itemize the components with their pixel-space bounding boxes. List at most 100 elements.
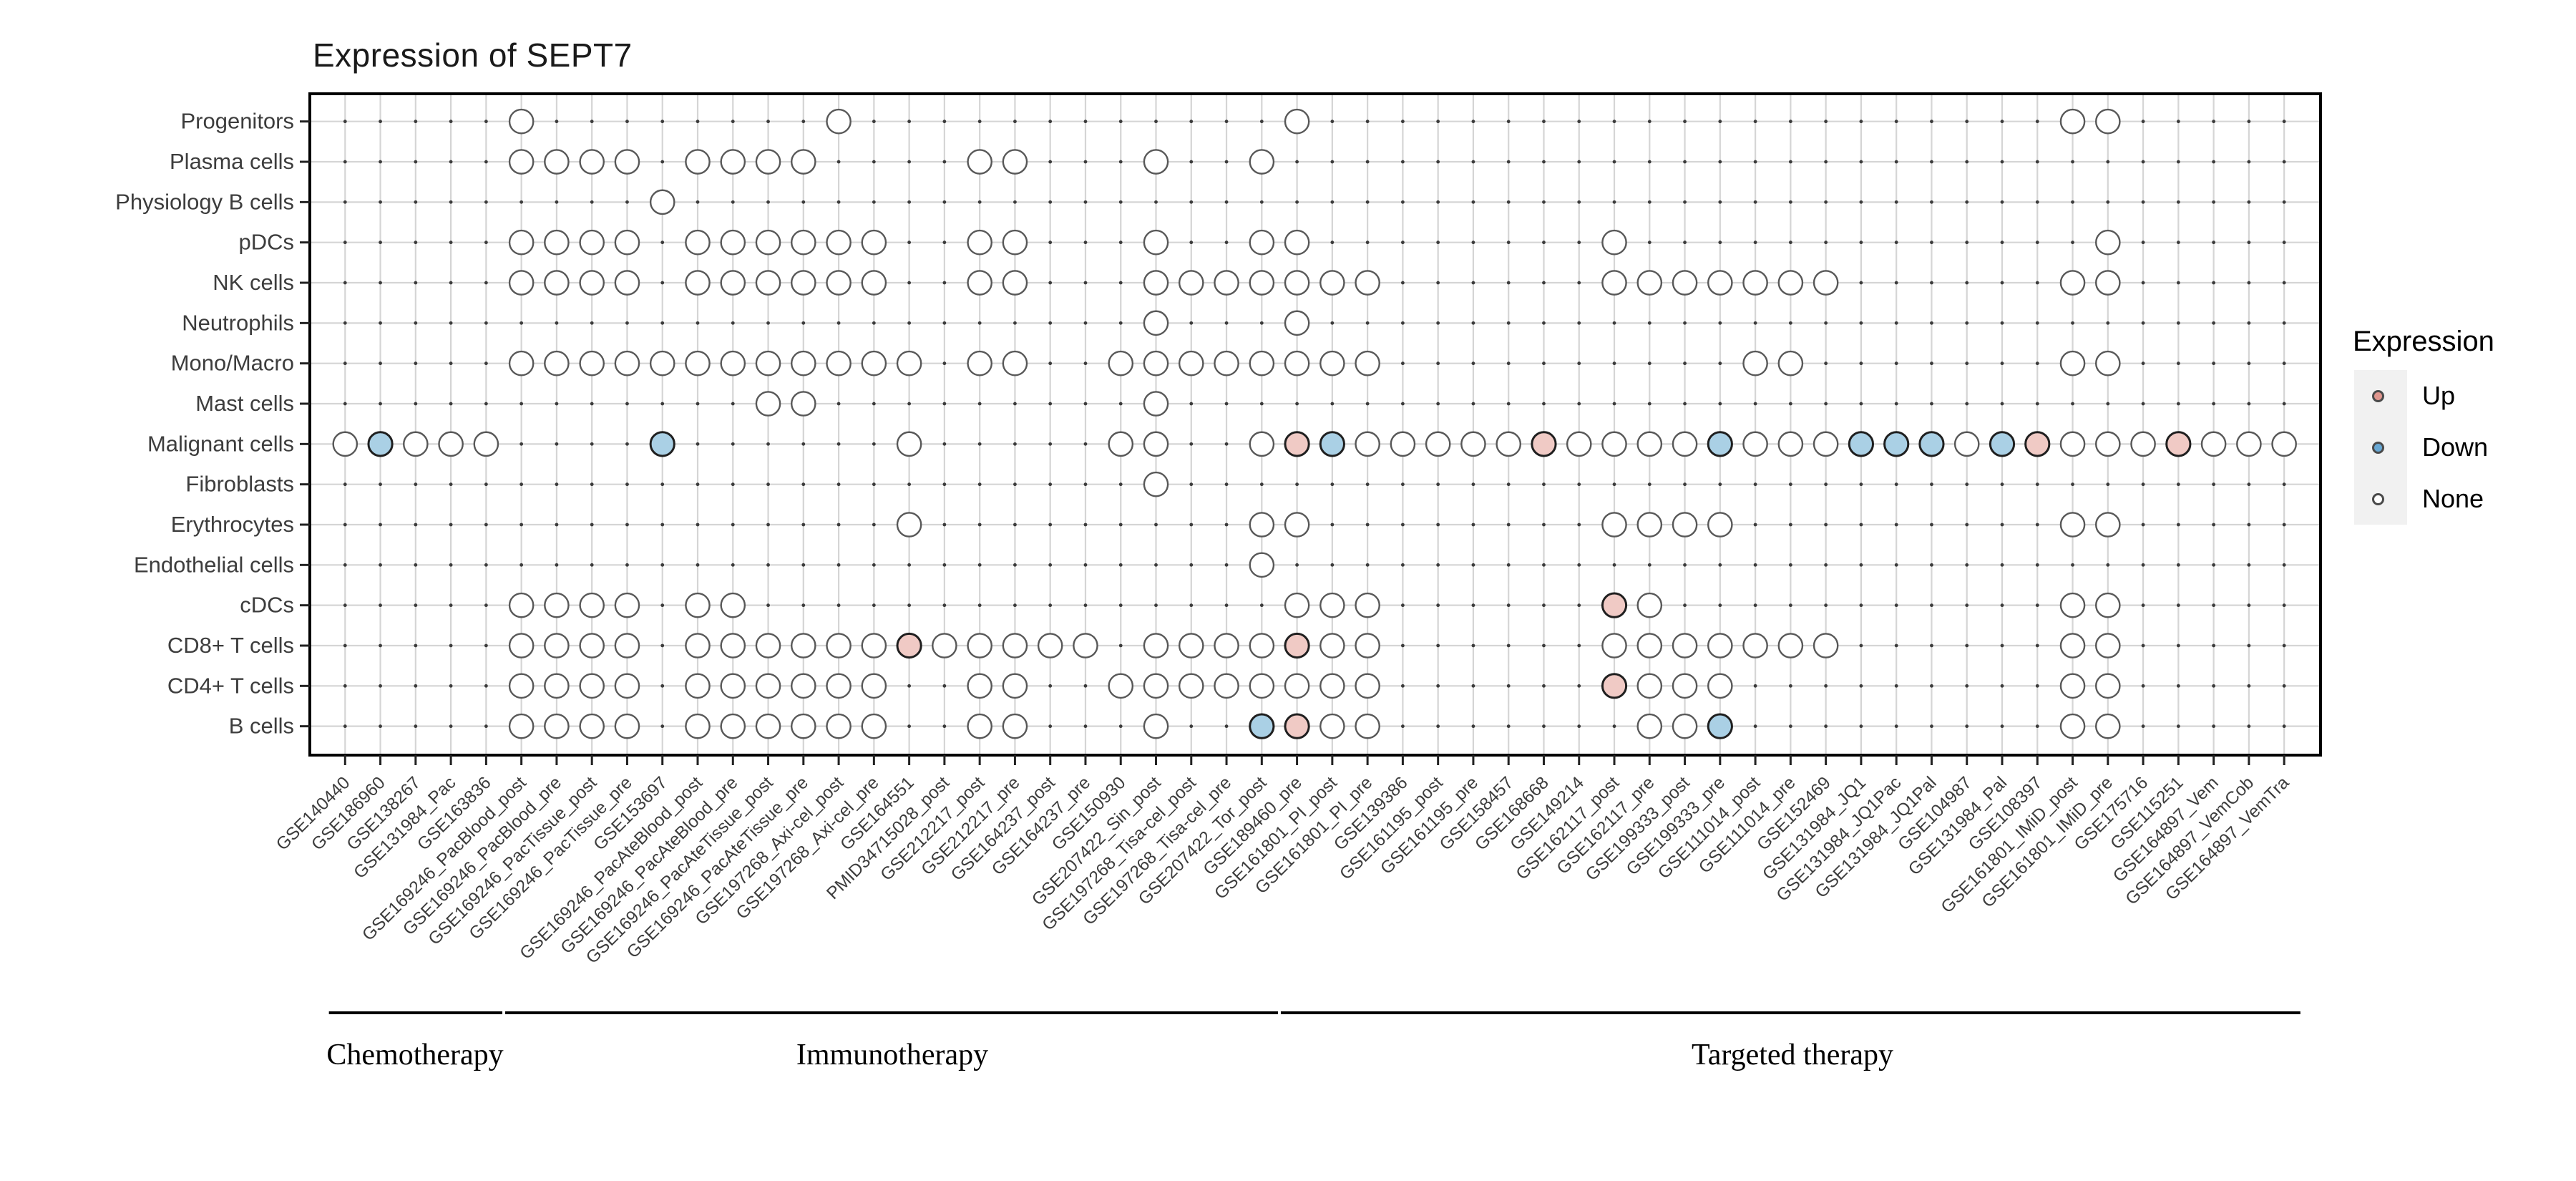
cell-dot <box>2176 523 2180 527</box>
cell-dot <box>2282 281 2286 285</box>
cell-dot <box>379 724 382 729</box>
cell-dot <box>343 321 347 325</box>
expression-circle-down <box>1918 431 1945 457</box>
expression-circle-none <box>755 391 781 417</box>
cell-dot <box>1965 643 1969 648</box>
cell-dot <box>1224 120 1229 124</box>
cell-dot <box>1083 240 1088 245</box>
cell-dot <box>1894 643 1898 648</box>
cell-dot <box>660 240 665 245</box>
cell-dot <box>1471 482 1475 487</box>
expression-circle-none <box>508 350 535 376</box>
expression-circle-none <box>1672 713 1698 739</box>
expression-circle-none <box>1601 512 1627 538</box>
cell-dot <box>1083 281 1088 285</box>
expression-circle-none <box>579 713 605 739</box>
cell-dot <box>2176 684 2180 688</box>
expression-circle-none <box>720 149 746 175</box>
cell-dot <box>343 200 347 204</box>
cell-dot <box>590 442 594 446</box>
expression-circle-none <box>1707 633 1733 658</box>
cell-dot <box>942 523 947 527</box>
cell-dot <box>1259 603 1264 608</box>
cell-dot <box>343 482 347 487</box>
down-dot-icon <box>2372 441 2384 454</box>
cell-dot <box>1083 321 1088 325</box>
expression-circle-none <box>1214 673 1239 699</box>
cell-dot <box>2282 684 2286 688</box>
expression-circle-none <box>685 270 711 296</box>
expression-circle-none <box>685 673 711 699</box>
expression-circle-none <box>967 229 992 256</box>
cell-dot <box>1224 240 1229 245</box>
cell-dot <box>1506 120 1511 124</box>
cell-dot <box>766 563 770 567</box>
cell-dot <box>1824 361 1828 366</box>
cell-dot <box>2000 281 2004 285</box>
expression-circle-none <box>1355 633 1380 658</box>
cell-dot <box>872 563 876 567</box>
cell-dot <box>414 321 418 325</box>
expression-circle-none <box>2059 592 2086 618</box>
cell-dot <box>1894 200 1898 204</box>
cell-dot <box>1824 200 1828 204</box>
y-axis-label: cDCs <box>240 593 294 618</box>
cell-dot <box>1859 120 1863 124</box>
cell-dot <box>555 523 559 527</box>
cell-dot <box>590 402 594 406</box>
expression-circle-none <box>1002 229 1028 256</box>
cell-dot <box>1824 120 1828 124</box>
cell-dot <box>1577 402 1581 406</box>
expression-circle-none <box>1108 350 1134 376</box>
cell-dot <box>2282 200 2286 204</box>
cell-dot <box>1365 402 1370 406</box>
cell-dot <box>1965 160 1969 164</box>
cell-dot <box>2000 402 2004 406</box>
cell-dot <box>2141 402 2145 406</box>
cell-dot <box>2141 160 2145 164</box>
cell-dot <box>1542 160 1546 164</box>
cell-dot <box>731 523 735 527</box>
cell-dot <box>414 684 418 688</box>
y-axis-label: Mast cells <box>195 391 294 416</box>
expression-circle-none <box>1707 673 1733 699</box>
cell-dot <box>449 724 453 729</box>
cell-dot <box>2212 160 2216 164</box>
cell-dot <box>1189 482 1194 487</box>
legend-item-none: None <box>2353 473 2567 525</box>
expression-circle-none <box>2059 713 2086 739</box>
cell-dot <box>942 240 947 245</box>
cell-dot <box>1048 281 1053 285</box>
cell-dot <box>2106 200 2110 204</box>
cell-dot <box>1788 603 1792 608</box>
cell-dot <box>836 482 841 487</box>
cell-dot <box>1013 523 1017 527</box>
cell-dot <box>1471 724 1475 729</box>
cell-dot <box>1189 321 1194 325</box>
expression-circle-none <box>1002 673 1028 699</box>
cell-dot <box>942 402 947 406</box>
cell-dot <box>1824 523 1828 527</box>
expression-circle-none <box>1002 350 1028 376</box>
cell-dot <box>977 402 982 406</box>
cell-dot <box>872 482 876 487</box>
cell-dot <box>449 563 453 567</box>
cell-dot <box>2071 402 2074 406</box>
cell-dot <box>2176 200 2180 204</box>
cell-dot <box>1471 240 1475 245</box>
cell-dot <box>1859 724 1863 729</box>
cell-dot <box>343 684 347 688</box>
cell-dot <box>1224 321 1229 325</box>
page-title: Expression of SEPT7 <box>313 37 633 74</box>
cell-dot <box>942 603 947 608</box>
expression-circle-up <box>1284 632 1310 659</box>
expression-circle-none <box>2094 673 2121 699</box>
cell-dot <box>1471 281 1475 285</box>
cell-dot <box>519 482 524 487</box>
cell-dot <box>1436 523 1440 527</box>
expression-circle-none <box>826 713 852 739</box>
cell-dot <box>343 563 347 567</box>
cell-dot <box>1965 523 1969 527</box>
cell-dot <box>1224 603 1229 608</box>
expression-circle-none <box>2094 431 2121 457</box>
